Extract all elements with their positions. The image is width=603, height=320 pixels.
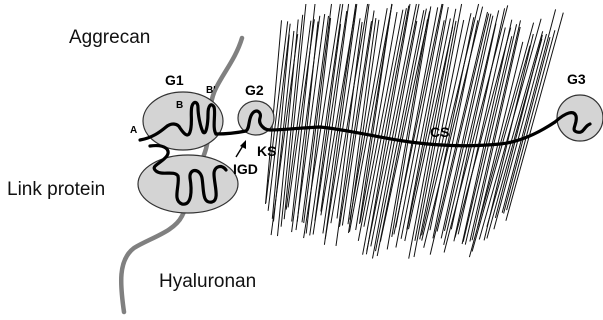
gag-side-chain xyxy=(506,13,563,221)
g3-domain xyxy=(557,95,603,141)
label-a: A xyxy=(130,125,137,136)
cs-side-chains xyxy=(266,4,564,259)
gag-side-chain xyxy=(371,4,419,246)
label-aggrecan: Aggrecan xyxy=(69,27,150,48)
gag-side-chain xyxy=(342,11,374,226)
label-b-prime: B' xyxy=(206,85,216,96)
label-g2: G2 xyxy=(245,82,264,98)
label-b: B xyxy=(176,100,183,111)
label-link-protein: Link protein xyxy=(7,179,105,200)
label-cs: CS xyxy=(430,124,449,140)
label-g1: G1 xyxy=(165,72,184,88)
gag-side-chain xyxy=(350,4,393,232)
gag-side-chain xyxy=(380,11,429,241)
gag-side-chain xyxy=(472,46,530,252)
label-g3: G3 xyxy=(567,71,586,87)
label-ks: KS xyxy=(257,143,276,159)
label-hyaluronan: Hyaluronan xyxy=(159,271,256,292)
gag-side-chain xyxy=(310,4,343,235)
igd-arrowhead xyxy=(240,140,246,149)
label-igd: IGD xyxy=(233,161,258,177)
